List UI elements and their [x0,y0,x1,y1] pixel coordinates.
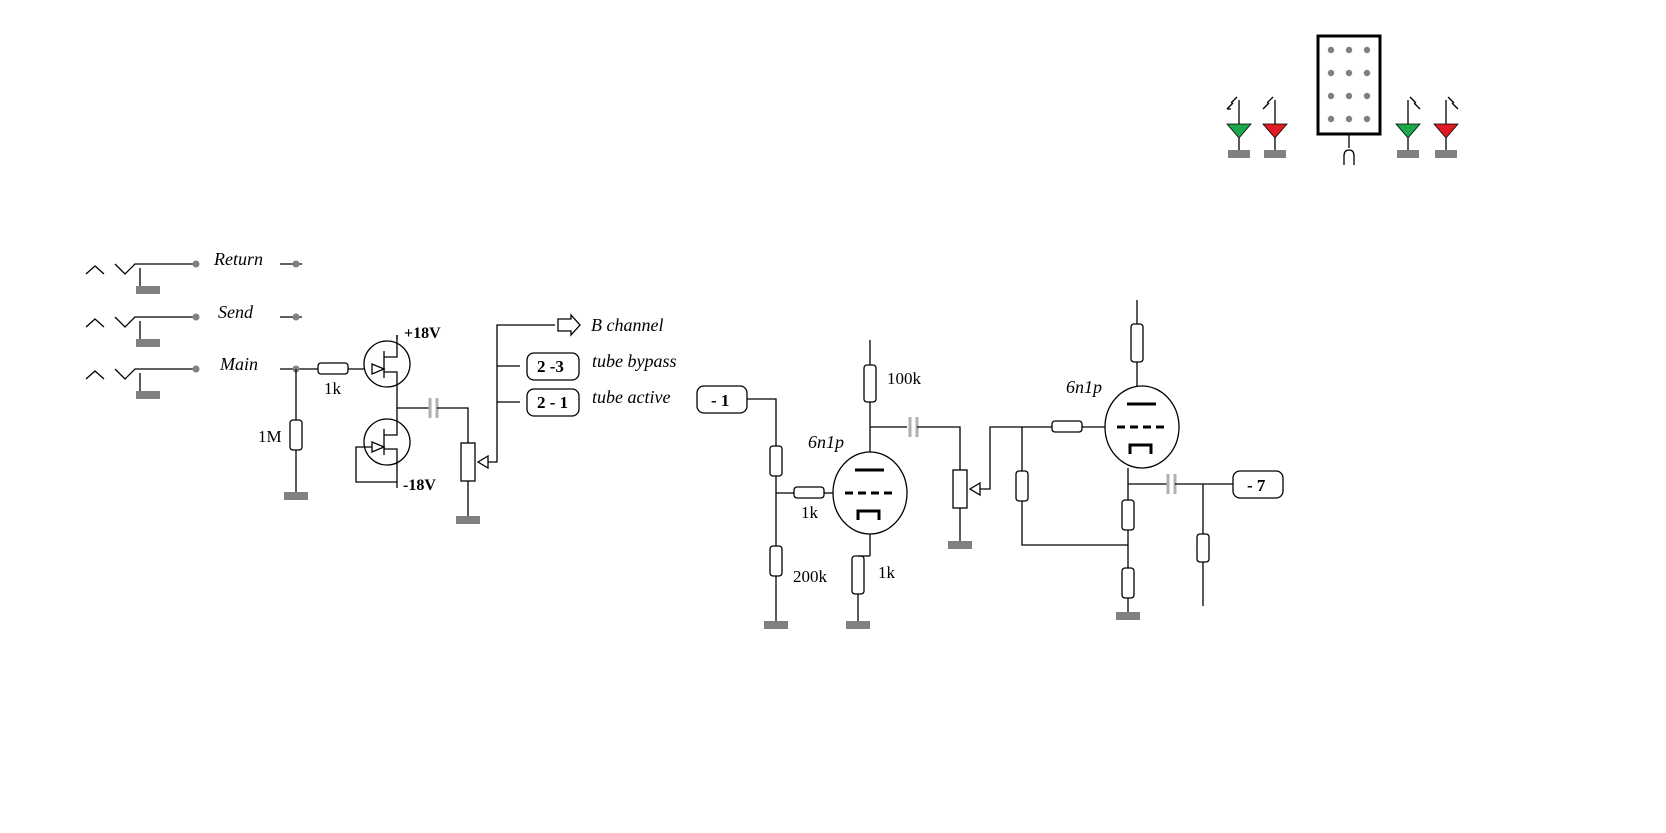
label-tube-2: 6n1p [1066,377,1102,397]
label-supply-negative: -18V [403,477,436,494]
jfet-lower [363,418,411,466]
label-input-series: 1k [324,379,342,398]
jfet-upper [363,340,411,388]
led-1 [1226,96,1252,158]
label-active-box: 2 - 1 [537,393,568,412]
potentiometer-gain [952,469,968,509]
led-4 [1433,96,1459,158]
label-active: tube active [592,387,670,407]
resistor-input-shunt [289,419,303,451]
tube-v1 [832,451,908,535]
label-input-shunt: 1M [258,427,282,446]
label-cathode-v1: 1k [878,563,896,582]
connector-output-box [1232,470,1284,499]
led-2 [1262,96,1288,158]
led-3 [1395,96,1421,158]
label-input-box: - 1 [711,391,729,410]
resistor-divider [769,545,783,577]
resistor-grid-v1 [793,486,825,499]
potentiometer-level [460,442,476,482]
jack-label-send: Send [218,302,254,322]
resistor-cathode-v1 [851,555,865,595]
label-grid-v1: 1k [801,503,819,522]
switch-box-active [526,388,580,417]
routing: B channel 2 -3 tube bypass 2 - 1 tube ac… [497,313,677,417]
indicator-panel [1226,34,1459,165]
tube-stage-1: - 1 200k 1k 6n1p 100k 1k [696,340,1052,629]
resistor-input-series [317,362,349,375]
label-divider: 200k [793,567,828,586]
b-channel-arrow-icon [557,313,581,337]
resistor-plate-v1 [863,364,877,403]
label-bypass-box: 2 -3 [537,357,564,376]
jack-return: Return [85,249,302,294]
jack-label-return: Return [213,249,263,269]
jack-label-main: Main [219,354,258,374]
label-bypass: tube bypass [592,351,677,371]
tube-v2 [1104,385,1180,469]
label-b-channel: B channel [591,315,663,335]
input-stage: 1k 1M +18V -18V [258,324,555,524]
label-tube-1: 6n1p [808,432,844,452]
label-supply-positive: +18V [404,325,441,342]
label-output-box: - 7 [1247,476,1266,495]
jack-send: Send [85,302,302,347]
jack-main: Main [85,354,258,399]
label-plate-v1: 100k [887,369,922,388]
tube-stage-2: 6n1p - 7 [1015,300,1284,620]
switch-box-bypass [526,352,580,381]
